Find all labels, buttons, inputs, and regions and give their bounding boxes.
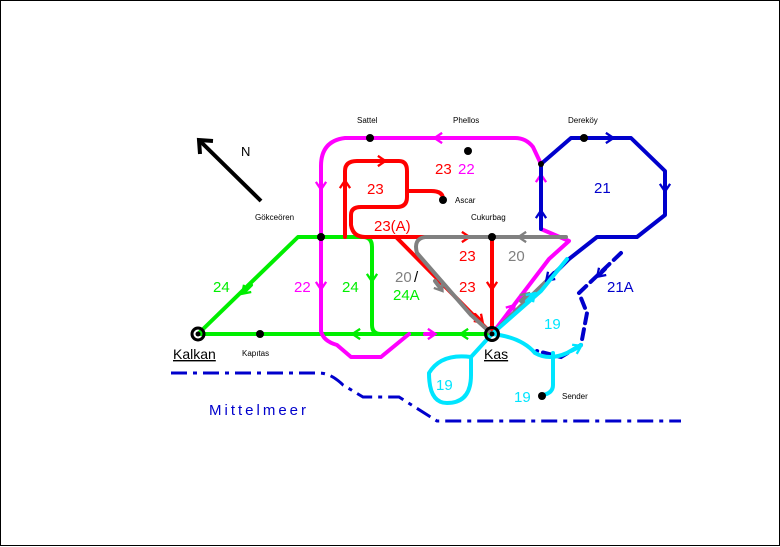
label-ascar: Ascar — [455, 196, 476, 205]
route-label-21a: 21A — [607, 279, 634, 296]
north-label: N — [241, 144, 250, 159]
route-label-22-left: 22 — [294, 279, 311, 296]
label-kalkan: Kalkan — [173, 346, 216, 362]
route-label-19-sender: 19 — [514, 389, 531, 406]
route-label-24-mid: 24 — [342, 279, 359, 296]
stop-derekoy — [580, 134, 588, 142]
route-label-24-left: 24 — [213, 279, 230, 296]
stop-kalkan — [190, 326, 206, 342]
route-label-20-left: 20 — [395, 269, 412, 286]
label-kas: Kas — [484, 346, 508, 362]
label-gokceoren: Gökceören — [255, 213, 294, 222]
route-label-23-top: 23 — [435, 161, 452, 178]
stop-cukurbag — [488, 233, 496, 241]
route-21-line — [534, 131, 672, 283]
stop-kas-inner — [489, 331, 495, 337]
route-label-21: 21 — [594, 180, 611, 197]
route-label-19-right: 19 — [544, 316, 561, 333]
stop-sender — [538, 392, 546, 400]
route-label-23-low: 23 — [459, 279, 476, 296]
route-label-23a: 23(A) — [374, 218, 411, 235]
stop-kas — [484, 326, 500, 342]
coastline — [171, 371, 681, 423]
stop-gokceoren — [317, 233, 325, 241]
label-sea: Mittelmeer — [209, 402, 309, 419]
stop-kalkan-inner — [195, 331, 201, 337]
route-label-23-mid: 23 — [459, 248, 476, 265]
label-sender: Sender — [562, 392, 588, 401]
route-label-23-loop: 23 — [367, 181, 384, 198]
route-label-19-loop: 19 — [436, 377, 453, 394]
label-sattel: Sattel — [357, 116, 378, 125]
route-label-22-top: 22 — [458, 161, 475, 178]
junction-dot — [538, 161, 544, 167]
label-cukurbag: Cukurbag — [471, 213, 506, 222]
route-21a-line — [535, 251, 623, 360]
stop-ascar — [439, 196, 447, 204]
stop-kapitas — [256, 330, 264, 338]
route-20-line — [414, 230, 571, 336]
north-arrow-icon — [196, 137, 263, 203]
stop-phellos — [464, 147, 472, 155]
route-label-20-right: 20 — [508, 248, 525, 265]
stops — [190, 134, 588, 400]
route-label-slash: / — [414, 269, 419, 286]
label-derekoy: Dereköy — [568, 116, 598, 125]
label-phellos: Phellos — [453, 116, 479, 125]
label-kapitas: Kapıtas — [242, 349, 269, 358]
route-label-24a: 24A — [393, 287, 420, 304]
stop-sattel — [366, 134, 374, 142]
